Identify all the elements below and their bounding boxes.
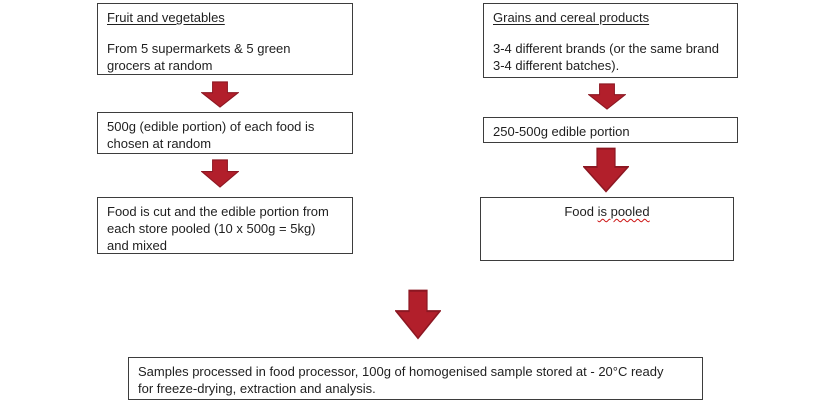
box-body-food-pooled: Food is pooled — [490, 203, 724, 220]
box-body-sample-processing: Samples processed in food processor, 100… — [138, 364, 664, 396]
box-grains-and-cereal: Grains and cereal products 3-4 different… — [483, 3, 738, 78]
box-body-grain-portion: 250-500g edible portion — [493, 124, 630, 139]
box-fruit-portion: 500g (edible portion) of each food is ch… — [97, 112, 353, 154]
box-body-fruit-pooling: Food is cut and the edible portion from … — [107, 204, 329, 253]
box-title-fruit-and-vegetables: Fruit and vegetables — [107, 10, 225, 25]
food-pooled-spellcheck-text: is pooled — [597, 204, 650, 219]
down-arrow-icon — [201, 159, 239, 188]
down-arrow-icon — [583, 147, 629, 193]
box-food-pooled: Food is pooled — [480, 197, 734, 261]
box-title-grains-and-cereal: Grains and cereal products — [493, 10, 650, 25]
box-grain-portion: 250-500g edible portion — [483, 117, 738, 143]
down-arrow-icon — [201, 81, 239, 108]
down-arrow-icon — [395, 289, 441, 340]
food-pooled-prefix: Food — [564, 204, 598, 219]
box-sample-processing: Samples processed in food processor, 100… — [128, 357, 703, 400]
box-fruit-pooling: Food is cut and the edible portion from … — [97, 197, 353, 254]
down-arrow-icon — [588, 83, 626, 110]
box-body-fruit-portion: 500g (edible portion) of each food is ch… — [107, 119, 315, 151]
box-body-fruit-sources: From 5 supermarkets & 5 green grocers at… — [107, 41, 291, 73]
box-fruit-and-vegetables: Fruit and vegetables From 5 supermarkets… — [97, 3, 353, 75]
box-body-grain-brands: 3-4 different brands (or the same brand … — [493, 41, 719, 73]
